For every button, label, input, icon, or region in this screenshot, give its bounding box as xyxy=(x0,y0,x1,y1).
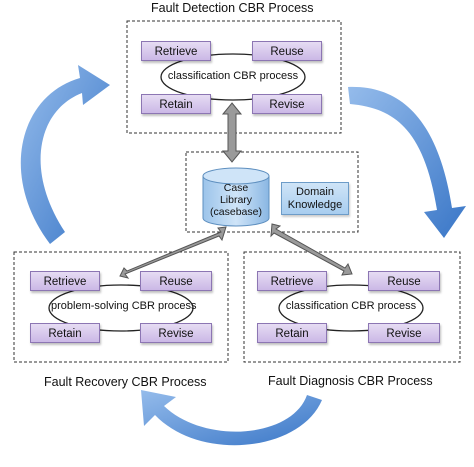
cycle-arrow-top-right xyxy=(348,86,466,238)
left-cycle-label: problem-solving CBR process xyxy=(51,300,197,312)
cycle-arrow-left xyxy=(20,65,110,244)
right-retain-step: Retain xyxy=(257,323,327,343)
cycle-arrow-bottom xyxy=(141,390,322,446)
top-panel-title: Fault Detection CBR Process xyxy=(151,1,314,15)
right-panel xyxy=(243,251,461,363)
case-library-line-1: Case xyxy=(223,182,249,194)
top-revise-step: Revise xyxy=(252,94,322,114)
left-revise-step: Revise xyxy=(140,323,212,343)
left-library-arrow xyxy=(119,226,227,279)
domain-knowledge-box: Domain Knowledge xyxy=(281,182,349,215)
domain-knowledge-line-2: Knowledge xyxy=(287,199,343,211)
left-panel xyxy=(13,251,229,363)
right-revise-step: Revise xyxy=(368,323,440,343)
case-library-line-2: Library xyxy=(219,194,253,206)
right-retrieve-step: Retrieve xyxy=(257,271,327,291)
case-library-line-3: (casebase) xyxy=(210,206,262,218)
right-library-arrow xyxy=(270,223,353,276)
right-cycle-ellipse xyxy=(278,284,424,332)
left-reuse-step: Reuse xyxy=(140,271,212,291)
top-reuse-step: Reuse xyxy=(252,41,322,61)
left-cycle-ellipse xyxy=(48,284,194,332)
right-panel-title: Fault Diagnosis CBR Process xyxy=(268,374,433,388)
top-retrieve-step: Retrieve xyxy=(141,41,211,61)
top-cycle-label: classification CBR process xyxy=(167,70,299,82)
left-panel-title: Fault Recovery CBR Process xyxy=(44,375,207,389)
left-retrieve-step: Retrieve xyxy=(30,271,100,291)
top-library-arrow xyxy=(221,102,243,163)
top-retain-step: Retain xyxy=(141,94,211,114)
left-retain-step: Retain xyxy=(30,323,100,343)
right-reuse-step: Reuse xyxy=(368,271,440,291)
case-library-cylinder xyxy=(202,167,270,227)
case-library-label: Case Library (casebase) xyxy=(203,182,269,218)
right-cycle-label: classification CBR process xyxy=(285,300,417,312)
top-cycle-ellipse xyxy=(160,53,306,101)
domain-knowledge-line-1: Domain xyxy=(296,186,334,198)
